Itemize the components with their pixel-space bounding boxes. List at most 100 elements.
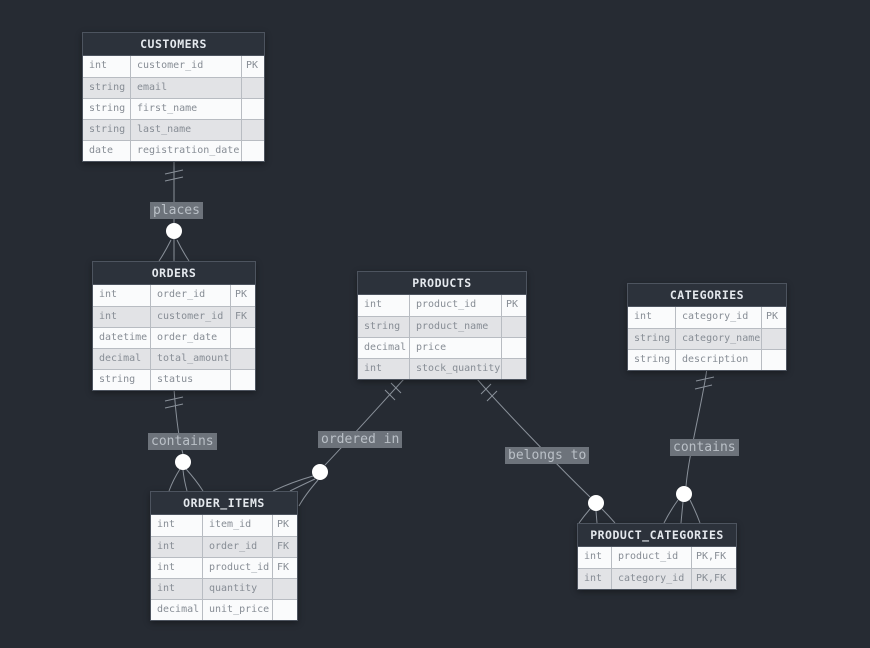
field-name: order_id xyxy=(203,537,273,557)
field-type: string xyxy=(628,350,676,370)
field-name: product_id xyxy=(612,547,692,568)
field-name: unit_price xyxy=(203,600,273,620)
relationship-ordered-in[interactable] xyxy=(272,378,405,507)
field-key: PK xyxy=(246,60,259,71)
field-name: quantity xyxy=(203,579,273,599)
field-key: PK,FK xyxy=(696,551,727,562)
field-key xyxy=(273,579,297,599)
entity-categories-title: CATEGORIES xyxy=(628,284,786,307)
field-type: int xyxy=(578,569,612,589)
field-key xyxy=(502,317,526,337)
entity-customers-title: CUSTOMERS xyxy=(83,33,264,56)
field-name: registration_date xyxy=(131,141,242,161)
field-name: last_name xyxy=(131,120,242,140)
field-type: int xyxy=(628,307,676,328)
field-name: first_name xyxy=(131,99,242,119)
relationship-belongs-to[interactable] xyxy=(476,378,616,524)
field-name: product_name xyxy=(410,317,502,337)
field-key: PK,FK xyxy=(696,573,727,584)
field-type: datetime xyxy=(93,328,151,348)
connector-dot xyxy=(676,486,692,502)
field-name: product_id xyxy=(203,558,273,578)
field-type: int xyxy=(83,56,131,77)
field-type: string xyxy=(93,370,151,390)
field-key: PK xyxy=(506,299,519,310)
connector-dot xyxy=(312,464,328,480)
field-name: price xyxy=(410,338,502,358)
field-key xyxy=(502,359,526,379)
field-key: FK xyxy=(277,541,290,552)
connector-dot xyxy=(166,223,182,239)
field-type: int xyxy=(151,558,203,578)
relationship-contains-categories[interactable] xyxy=(663,367,715,524)
relationship-label-contains-categories[interactable]: contains xyxy=(670,439,739,456)
field-name: order_id xyxy=(151,285,231,306)
field-key: FK xyxy=(277,562,290,573)
field-name: category_name xyxy=(676,329,762,349)
field-key: FK xyxy=(235,311,248,322)
field-type: int xyxy=(358,359,410,379)
field-type: date xyxy=(83,141,131,161)
relationship-label-places[interactable]: places xyxy=(150,202,203,219)
relationship-label-belongs-to[interactable]: belongs to xyxy=(505,447,590,464)
entity-order-items-title: ORDER_ITEMS xyxy=(151,492,297,515)
field-type: int xyxy=(93,307,151,327)
field-key: PK xyxy=(277,519,290,530)
field-key xyxy=(762,329,786,349)
field-name: email xyxy=(131,78,242,98)
field-type: decimal xyxy=(151,600,203,620)
connector-dot xyxy=(588,495,604,511)
field-key xyxy=(231,328,255,348)
field-key xyxy=(502,338,526,358)
relationship-label-contains-orders[interactable]: contains xyxy=(148,433,217,450)
field-type: int xyxy=(151,579,203,599)
field-type: int xyxy=(151,515,203,536)
field-name: total_amount xyxy=(151,349,231,369)
field-name: description xyxy=(676,350,762,370)
field-key xyxy=(231,370,255,390)
field-type: string xyxy=(83,78,131,98)
field-key: PK xyxy=(235,289,248,300)
field-key xyxy=(242,78,264,98)
field-name: customer_id xyxy=(151,307,231,327)
field-type: string xyxy=(628,329,676,349)
field-type: int xyxy=(93,285,151,306)
relationship-label-ordered-in[interactable]: ordered in xyxy=(318,431,403,448)
field-key xyxy=(762,350,786,370)
entity-product-categories-title: PRODUCT_CATEGORIES xyxy=(578,524,736,547)
field-name: stock_quantity xyxy=(410,359,502,379)
